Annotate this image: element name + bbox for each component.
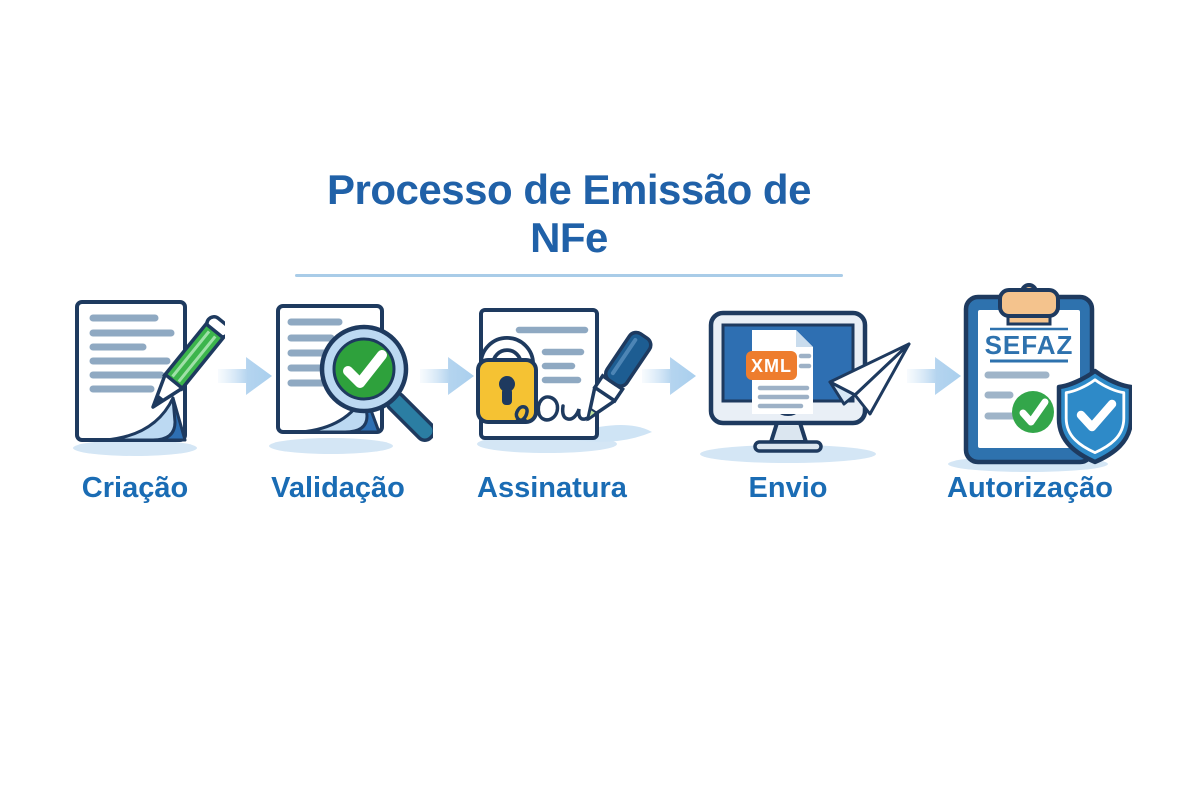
pen-icon — [586, 330, 653, 422]
title-block: Processo de Emissão de NFe — [295, 166, 843, 277]
xml-badge-text: XML — [751, 356, 792, 376]
approval-check-circle — [1012, 391, 1054, 433]
step-label-validacao: Validação — [271, 472, 405, 504]
icon-shadow — [700, 445, 876, 463]
flow-arrow-icon — [218, 357, 272, 395]
step-envio: XML Envio — [663, 292, 913, 504]
monitor-xml-paper-plane-icon: XML — [700, 310, 911, 463]
check-mark-icon — [1019, 398, 1049, 426]
step-label-envio: Envio — [748, 472, 828, 504]
document-magnifier-check-icon — [269, 304, 433, 454]
step-label-criacao: Criação — [81, 472, 189, 504]
xml-document: XML — [746, 330, 813, 414]
page-fold-light — [103, 396, 177, 442]
document-pencil-icon — [73, 300, 225, 456]
step-criacao: Criação — [45, 290, 225, 504]
flow-arrow-icon — [907, 357, 961, 395]
icon-shadow — [73, 440, 197, 456]
document-text-lines — [89, 314, 175, 393]
paper-plane-icon — [828, 342, 911, 416]
icon-shadow — [269, 438, 393, 454]
page-title: Processo de Emissão de NFe — [327, 166, 811, 261]
document-lock-pen-icon — [476, 308, 653, 453]
paper-text-lines — [984, 371, 1050, 420]
clipboard-clip — [998, 283, 1060, 326]
step-label-assinatura: Assinatura — [477, 472, 627, 504]
monitor-neck — [769, 421, 808, 444]
step-assinatura: Assinatura — [447, 292, 657, 504]
check-circle — [332, 337, 396, 401]
step-autorizacao: SEFAZ Autorização — [928, 282, 1132, 504]
pencil — [151, 315, 225, 409]
flow-arrow-icon — [420, 357, 474, 395]
title-underline — [295, 274, 843, 277]
check-mark-icon — [343, 350, 387, 388]
monitor-base — [753, 440, 823, 453]
clipboard-sefaz-shield-icon: SEFAZ — [948, 283, 1132, 472]
document-text-lines — [515, 326, 589, 384]
xml-badge — [746, 351, 797, 380]
flow-arrow-icon — [642, 357, 696, 395]
sefaz-label: SEFAZ — [985, 330, 1074, 360]
step-validacao: Validação — [243, 290, 433, 504]
shield-check-icon — [1056, 368, 1132, 465]
keyhole — [499, 376, 515, 392]
step-label-autorizacao: Autorização — [947, 472, 1113, 504]
